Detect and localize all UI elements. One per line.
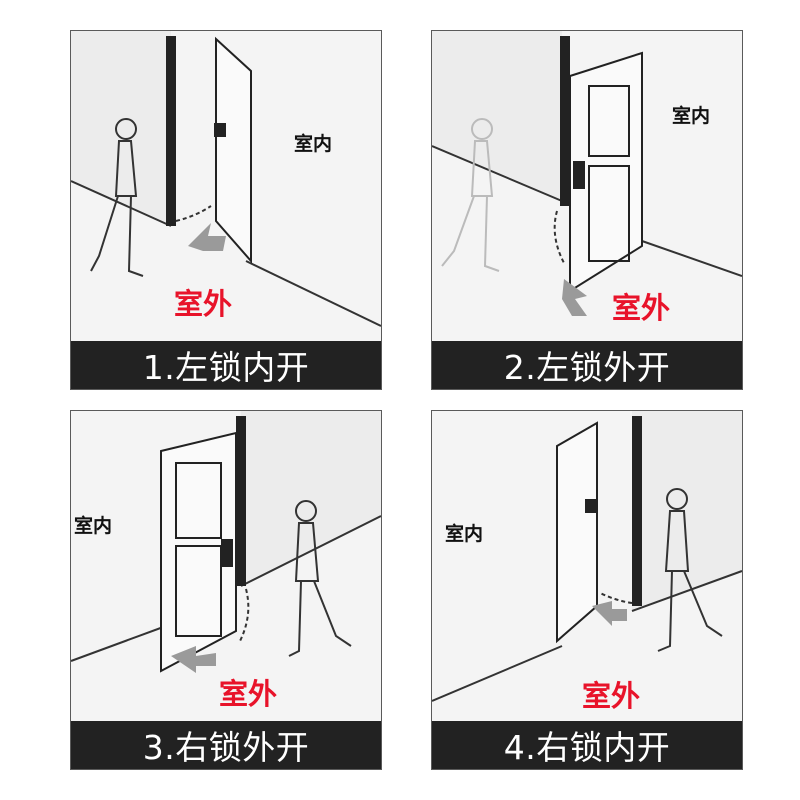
caption-bar: 1.左锁内开 (71, 341, 381, 389)
door-frame (560, 36, 570, 206)
caption-bar: 3.右锁外开 (71, 721, 381, 769)
door-handle-icon (573, 161, 585, 189)
outdoor-label: 室外 (612, 291, 671, 325)
caption-bar: 4.右锁内开 (432, 721, 742, 769)
door-scene-3 (71, 411, 381, 721)
door-handle-icon (221, 539, 233, 567)
walking-person-icon (90, 118, 144, 277)
arrow-icon (592, 601, 627, 626)
indoor-label: 室内 (74, 515, 113, 537)
door-handle-icon (214, 123, 226, 137)
door-open-inward (215, 36, 252, 264)
door-scene-2 (432, 31, 742, 341)
door-scene-4 (432, 411, 742, 721)
door-handle-icon (585, 499, 597, 513)
walking-person-icon (657, 488, 723, 652)
door-frame (632, 416, 642, 606)
walking-person-icon (441, 118, 500, 272)
door-frame (166, 36, 176, 226)
door-frame (236, 416, 246, 586)
outdoor-label: 室外 (174, 287, 233, 321)
arrow-icon (562, 279, 587, 316)
diagram-panel-4: 室内 室外 4.右锁内开 (431, 410, 743, 770)
indoor-label: 室内 (672, 105, 711, 127)
caption-bar: 2.左锁外开 (432, 341, 742, 389)
door-scene-1 (71, 31, 381, 341)
diagram-panel-3: 室内 室外 3.右锁外开 (70, 410, 382, 770)
door-open-inward (556, 421, 598, 644)
outdoor-label: 室外 (219, 677, 278, 711)
diagram-panel-1: 室内 室外 1.左锁内开 (70, 30, 382, 390)
walking-person-icon (288, 500, 352, 657)
diagram-panel-2: 室内 室外 2.左锁外开 (431, 30, 743, 390)
arrow-icon (188, 223, 226, 251)
outdoor-label: 室外 (582, 679, 641, 713)
indoor-label: 室内 (445, 523, 484, 545)
arrow-icon (171, 646, 216, 673)
door-open-outward (160, 431, 237, 673)
indoor-label: 室内 (294, 133, 333, 155)
